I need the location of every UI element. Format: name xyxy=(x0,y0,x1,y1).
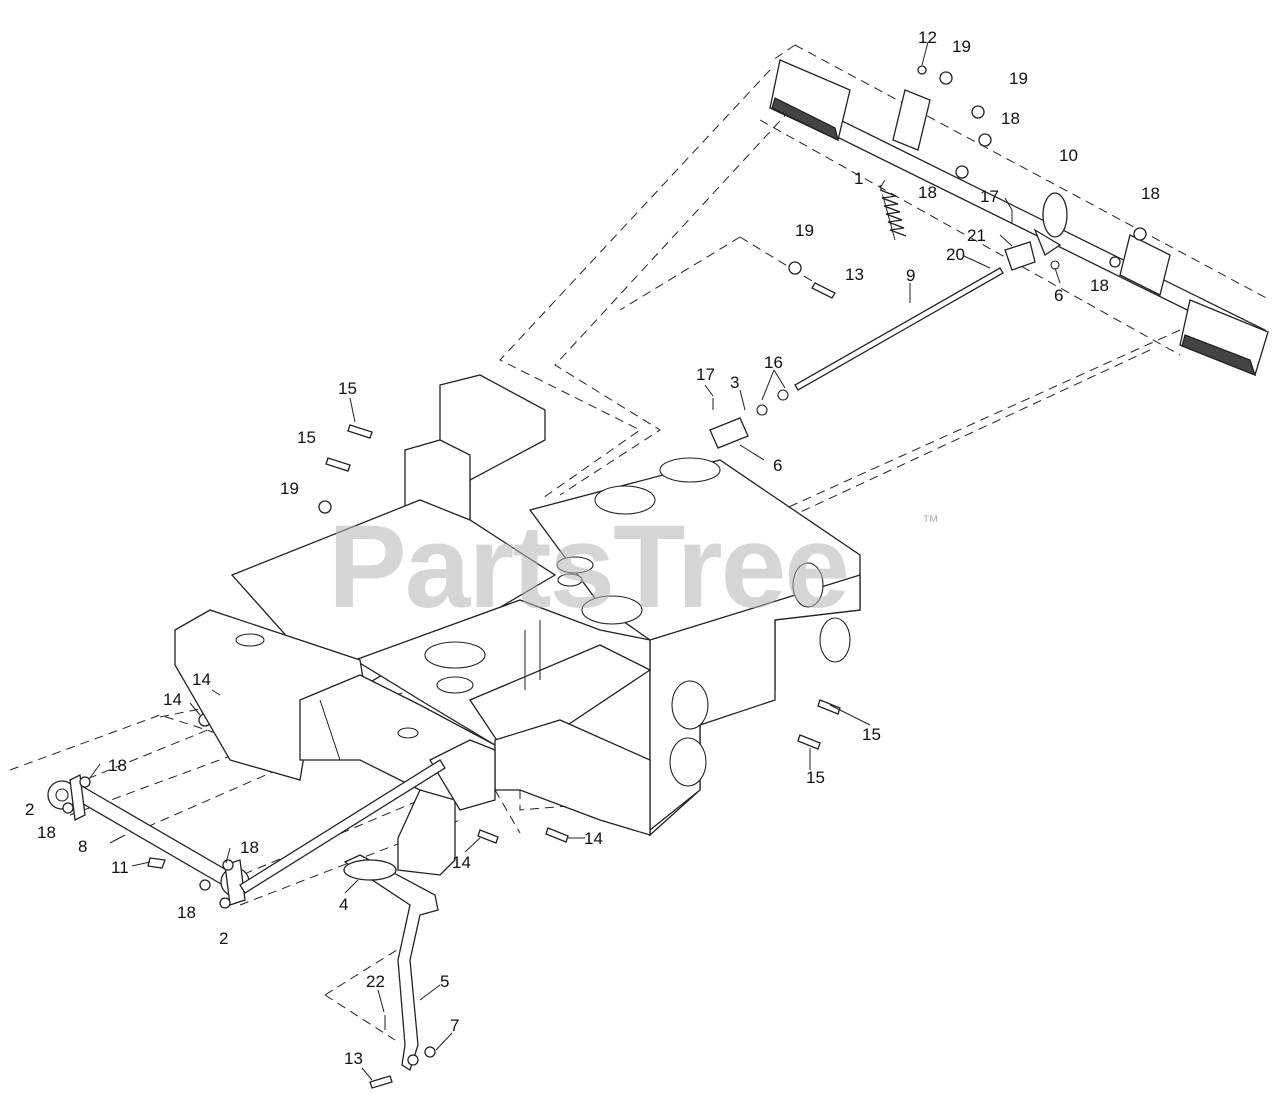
callout-label: 6 xyxy=(1054,286,1063,305)
callout-label: 8 xyxy=(78,837,87,856)
callout-label: 6 xyxy=(773,456,782,475)
callout-labels: 12 19 19 18 18 10 1 17 18 19 21 20 6 18 … xyxy=(25,28,1160,1068)
callout-label: 22 xyxy=(366,972,385,991)
callout-label: 12 xyxy=(918,28,937,47)
cross-shaft-assembly xyxy=(769,59,1269,377)
callout-label: 2 xyxy=(25,800,34,819)
leader-lines xyxy=(89,41,1061,1081)
callout-label: 16 xyxy=(764,353,783,372)
callout-label: 2 xyxy=(219,929,228,948)
callout-label: 14 xyxy=(192,670,211,689)
callout-label: 18 xyxy=(177,903,196,922)
callout-label: 15 xyxy=(862,725,881,744)
callout-label: 18 xyxy=(37,823,56,842)
callout-label: 15 xyxy=(297,428,316,447)
callout-label: 17 xyxy=(980,187,999,206)
main-frame xyxy=(174,374,861,876)
callout-label: 19 xyxy=(952,37,971,56)
callout-label: 14 xyxy=(584,829,603,848)
callout-label: 3 xyxy=(730,373,739,392)
callout-label: 7 xyxy=(450,1016,459,1035)
callout-label: 11 xyxy=(111,858,129,877)
spring xyxy=(879,184,907,241)
bolt-13-upper xyxy=(811,282,836,299)
lower-cross-shaft xyxy=(47,759,446,909)
callout-label: 17 xyxy=(696,365,715,384)
callout-label: 14 xyxy=(452,853,471,872)
hand-lever xyxy=(343,854,439,1071)
callout-label: 4 xyxy=(339,895,348,914)
callout-label: 19 xyxy=(795,221,814,240)
callout-label: 19 xyxy=(280,479,299,498)
callout-label: 1 xyxy=(854,169,863,188)
callout-label: 19 xyxy=(1009,69,1028,88)
watermark: PartsTree ™ xyxy=(328,501,939,633)
control-rod xyxy=(794,241,1060,391)
callout-label: 18 xyxy=(918,183,937,202)
callout-label: 13 xyxy=(344,1049,363,1068)
callout-label: 18 xyxy=(240,838,259,857)
callout-label: 18 xyxy=(1090,276,1109,295)
callout-label: 13 xyxy=(845,265,864,284)
watermark-trademark: ™ xyxy=(922,512,939,531)
callout-label: 14 xyxy=(163,690,182,709)
callout-label: 15 xyxy=(338,379,357,398)
callout-label: 20 xyxy=(946,245,965,264)
fasteners xyxy=(198,65,1147,1089)
callout-label: 18 xyxy=(1001,109,1020,128)
callout-label: 9 xyxy=(906,266,915,285)
callout-label: 15 xyxy=(806,768,825,787)
callout-label: 18 xyxy=(1141,184,1160,203)
callout-label: 21 xyxy=(967,226,986,245)
link-clevis xyxy=(709,389,789,449)
callout-label: 18 xyxy=(108,756,127,775)
callout-label: 5 xyxy=(440,972,449,991)
watermark-text: PartsTree xyxy=(328,501,848,633)
callout-label: 10 xyxy=(1059,146,1078,165)
